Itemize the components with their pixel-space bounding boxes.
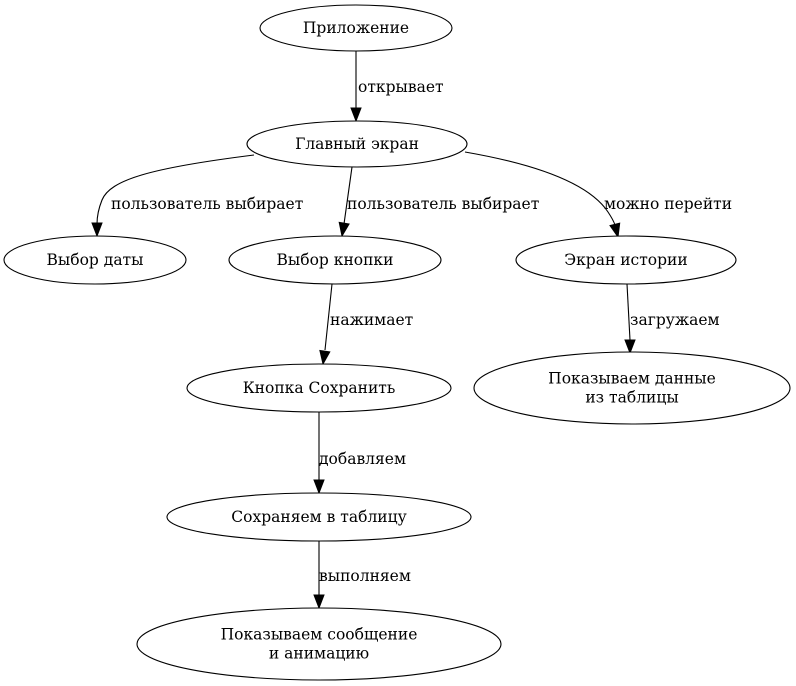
edge-label: пользователь выбирает [347, 195, 539, 213]
node-ellipse [259, 4, 453, 52]
edge-label: нажимает [330, 311, 413, 329]
edge-label: загружаем [630, 311, 720, 329]
node-date: Выбор даты [3, 235, 187, 285]
edge-label: добавляем [319, 450, 406, 468]
edge-label: можно перейти [604, 195, 732, 213]
node-ellipse [166, 492, 472, 542]
edge-line [626, 283, 631, 341]
edge-app-to-main: открывает [350, 51, 444, 123]
node-label: из таблицы [585, 389, 678, 407]
node-label: и анимацию [269, 645, 369, 663]
node-ellipse [136, 607, 502, 681]
node-save-table: Сохраняем в таблицу [166, 492, 472, 542]
node-label: Кнопка Сохранить [243, 379, 396, 397]
node-label: Выбор даты [47, 251, 144, 269]
node-main: Главный экран [246, 120, 468, 168]
node-save-btn: Кнопка Сохранить [186, 363, 452, 413]
edge-history-to-show_data: загружаем [624, 283, 720, 355]
node-ellipse [186, 363, 452, 413]
node-app: Приложение [259, 4, 453, 52]
arrowhead-icon [313, 594, 325, 610]
node-ellipse [246, 120, 468, 168]
edge-label: выполняем [319, 567, 411, 585]
edge-line [96, 154, 255, 225]
node-ellipse [515, 235, 737, 285]
arrowhead-icon [338, 221, 350, 238]
edge-label: пользователь выбирает [111, 195, 303, 213]
edge-line [464, 151, 616, 226]
node-label: Выбор кнопки [277, 251, 394, 269]
node-ellipse [473, 351, 791, 425]
edge-save_table-to-show_msg: выполняем [313, 541, 411, 610]
node-ellipse [228, 235, 442, 285]
arrowhead-icon [319, 349, 331, 366]
node-button: Выбор кнопки [228, 235, 442, 285]
edges-layer: открывает пользователь выбирает пользовате… [91, 51, 732, 610]
node-label: Экран истории [564, 251, 687, 269]
node-label: Приложение [303, 19, 409, 37]
arrowhead-icon [350, 107, 362, 123]
node-label: Показываем данные [548, 370, 716, 388]
edge-line [324, 283, 333, 351]
node-label: Показываем сообщение [221, 626, 418, 644]
node-label: Сохраняем в таблицу [231, 508, 406, 526]
edge-main-to-date: пользователь выбирает [91, 154, 303, 238]
node-history: Экран истории [515, 235, 737, 285]
edge-button-to-save_btn: нажимает [319, 283, 413, 366]
arrowhead-icon [313, 479, 325, 495]
arrowhead-icon [624, 339, 636, 355]
arrowhead-icon [609, 222, 621, 239]
edge-main-to-button: пользователь выбирает [338, 166, 539, 238]
edge-save_btn-to-save_table: добавляем [313, 412, 406, 495]
edge-label: открывает [358, 78, 444, 96]
edge-line [343, 166, 353, 225]
node-label: Главный экран [295, 135, 419, 153]
node-ellipse [3, 235, 187, 285]
arrowhead-icon [91, 222, 103, 238]
edge-main-to-history: можно перейти [464, 151, 732, 239]
